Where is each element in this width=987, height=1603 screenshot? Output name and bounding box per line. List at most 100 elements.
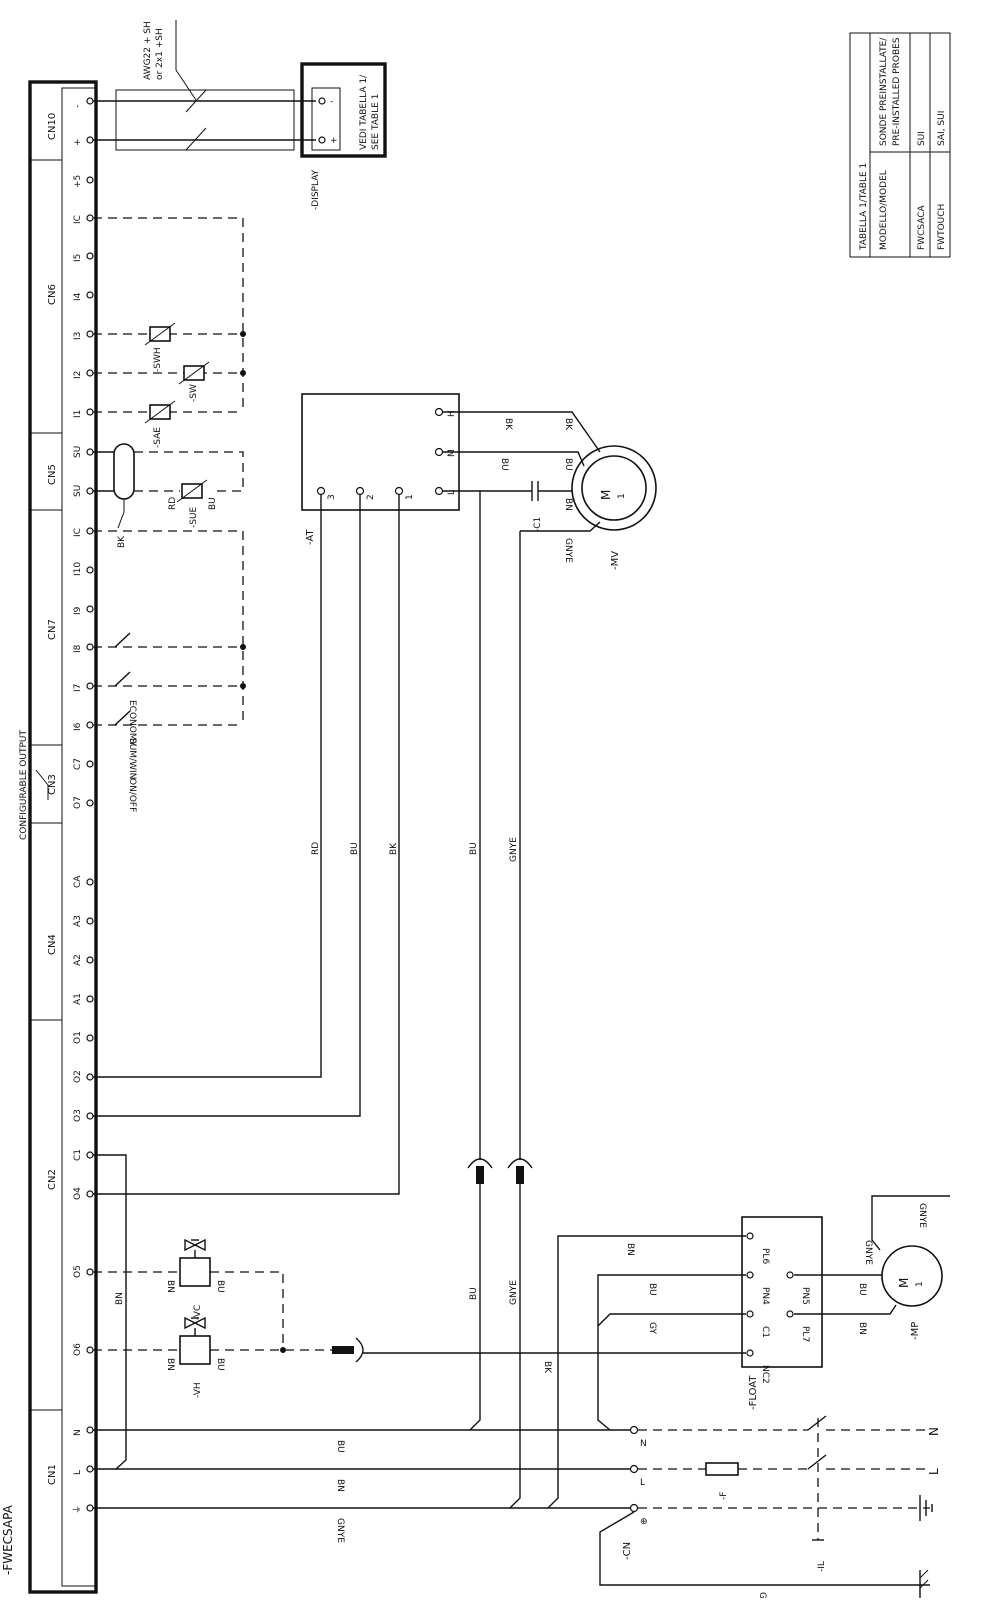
- svg-text:PRE-INSTALLED PROBES: PRE-INSTALLED PROBES: [892, 37, 902, 146]
- display-cable: [93, 20, 316, 151]
- svg-text:L: L: [447, 490, 457, 495]
- configurable-output-label: CONFIGURABLE OUTPUT: [19, 730, 29, 840]
- svg-text:I8: I8: [73, 644, 83, 653]
- svg-text:TABELLA 1/TABLE 1: TABELLA 1/TABLE 1: [859, 163, 869, 251]
- svg-text:1: 1: [617, 493, 627, 499]
- table-header-model: MODELLO/MODEL: [879, 170, 889, 250]
- table-header-probes: SONDE PREINSTALLATE/ PRE-INSTALLED PROBE…: [879, 37, 902, 146]
- input-on-off: ON/OFF: [127, 778, 137, 812]
- input-economy: ECONOMY: [127, 700, 137, 747]
- valve-vh-label: -VH: [193, 1382, 203, 1398]
- svg-text:A2: A2: [73, 954, 83, 966]
- svg-text:I3: I3: [73, 332, 83, 340]
- connector-blocks: [30, 159, 62, 1411]
- svg-text:GNYE: GNYE: [509, 1280, 519, 1305]
- table-title: TABELLA 1/TABLE 1: [859, 163, 869, 251]
- svg-text:GNYE: GNYE: [509, 837, 519, 862]
- svg-text:A3: A3: [73, 915, 83, 927]
- svg-text:GNYE: GNYE: [917, 1203, 927, 1228]
- board-terminals: [86, 97, 94, 1512]
- display-plus: +: [330, 136, 338, 146]
- svg-text:CA: CA: [73, 875, 83, 888]
- cn7-title: CN7: [47, 619, 58, 640]
- controller-terminal-strip: [61, 87, 97, 1587]
- cn6-probe-wiring: [93, 217, 246, 413]
- svg-text:PN4: PN4: [760, 1287, 770, 1305]
- svg-text:BN: BN: [857, 1322, 867, 1335]
- pump-motor-name: -MP: [910, 1322, 921, 1340]
- svg-text:⏚: ⏚: [72, 1505, 83, 1514]
- float-box: [741, 1216, 823, 1368]
- svg-text:or 2x1 +SH: or 2x1 +SH: [155, 28, 165, 80]
- cn3-title: CN3: [47, 774, 58, 795]
- svg-text:3: 3: [327, 494, 337, 500]
- probe-swh: [144, 322, 176, 346]
- fan-motor-symbol: M 1: [599, 490, 627, 500]
- fuse-label: -F: [719, 1492, 729, 1500]
- pump-earth-wire: [871, 1195, 950, 1251]
- cn2-common-bn: BN: [115, 1292, 125, 1305]
- svg-text:GY: GY: [647, 1322, 657, 1335]
- svg-text:I1: I1: [73, 410, 83, 418]
- svg-text:C1: C1: [760, 1326, 770, 1338]
- svg-text:I9: I9: [73, 606, 83, 615]
- svg-text:N: N: [640, 1439, 647, 1449]
- display-terminal-block: [311, 87, 341, 151]
- svg-text:BU: BU: [857, 1283, 867, 1296]
- float-wiring: [362, 1235, 897, 1509]
- svg-text:GNYE: GNYE: [563, 538, 573, 563]
- display-box: [300, 62, 387, 158]
- svg-text:IC: IC: [73, 528, 83, 537]
- svg-text:+5: +5: [73, 175, 83, 188]
- svg-text:O5: O5: [73, 1265, 83, 1278]
- valve-vc-label: -VC: [193, 1305, 203, 1320]
- cn2-valve-wiring: [93, 1154, 332, 1470]
- table-row-2-model: FWTOUCH: [937, 204, 947, 250]
- svg-text:SAI, SUI: SAI, SUI: [937, 111, 947, 146]
- cn5-title: CN5: [47, 464, 58, 485]
- cn2-title: CN2: [47, 1169, 58, 1190]
- wire-bu: BU: [350, 842, 360, 855]
- svg-text:C7: C7: [73, 758, 83, 770]
- svg-text:BU: BU: [215, 1358, 225, 1371]
- table-row-1-probes: SUI: [917, 131, 927, 146]
- sue-wire-rd: RD: [168, 497, 178, 510]
- svg-text:C1: C1: [73, 1149, 83, 1161]
- pin-labels: - + +5 IC I5 I4 I3 I2 I1 SU SU IC I10 I9…: [72, 105, 83, 1514]
- probe-swh-label: -SWH: [153, 347, 163, 372]
- pump-motor-symbol: M 1: [897, 1278, 925, 1288]
- svg-text:-DISPLAY: -DISPLAY: [311, 169, 321, 210]
- svg-text:IC: IC: [73, 215, 83, 224]
- svg-text:BK: BK: [563, 418, 573, 431]
- svg-text:⊕: ⊕: [640, 1517, 648, 1527]
- probe-sae: [144, 400, 176, 424]
- svg-text:BU: BU: [469, 1287, 479, 1300]
- svg-text:FWCSACA: FWCSACA: [917, 204, 927, 250]
- svg-text:BN: BN: [165, 1280, 175, 1293]
- svg-text:O1: O1: [73, 1031, 83, 1044]
- cable-glands: [332, 1158, 533, 1363]
- controller-outline: [28, 80, 98, 1594]
- svg-text:GNYE: GNYE: [335, 1518, 345, 1543]
- svg-text:I4: I4: [73, 292, 83, 301]
- svg-text:BN: BN: [165, 1358, 175, 1371]
- svg-text:2: 2: [366, 494, 376, 500]
- supply-connector-name: -CN: [622, 1542, 633, 1560]
- svg-text:M: M: [897, 1278, 911, 1288]
- float-terminals: [746, 1232, 794, 1357]
- svg-text:O6: O6: [73, 1343, 83, 1356]
- svg-text:H: H: [447, 410, 457, 417]
- svg-text:I7: I7: [73, 684, 83, 692]
- cn1-title: CN1: [47, 1464, 58, 1485]
- capacitor-label: -C1: [533, 517, 543, 532]
- display-minus: -: [330, 97, 333, 107]
- svg-text:N: N: [73, 1429, 83, 1436]
- svg-text:L: L: [73, 1470, 83, 1475]
- svg-text:A1: A1: [73, 993, 83, 1005]
- cn10-title: CN10: [47, 113, 58, 140]
- svg-text:BU: BU: [469, 842, 479, 855]
- sensor-cable-color-bk: BK: [117, 535, 127, 548]
- cn7-input-wiring: [93, 530, 246, 726]
- configurable-output-leader: [35, 769, 49, 800]
- table-row-2-probes: SAI, SUI: [937, 111, 947, 146]
